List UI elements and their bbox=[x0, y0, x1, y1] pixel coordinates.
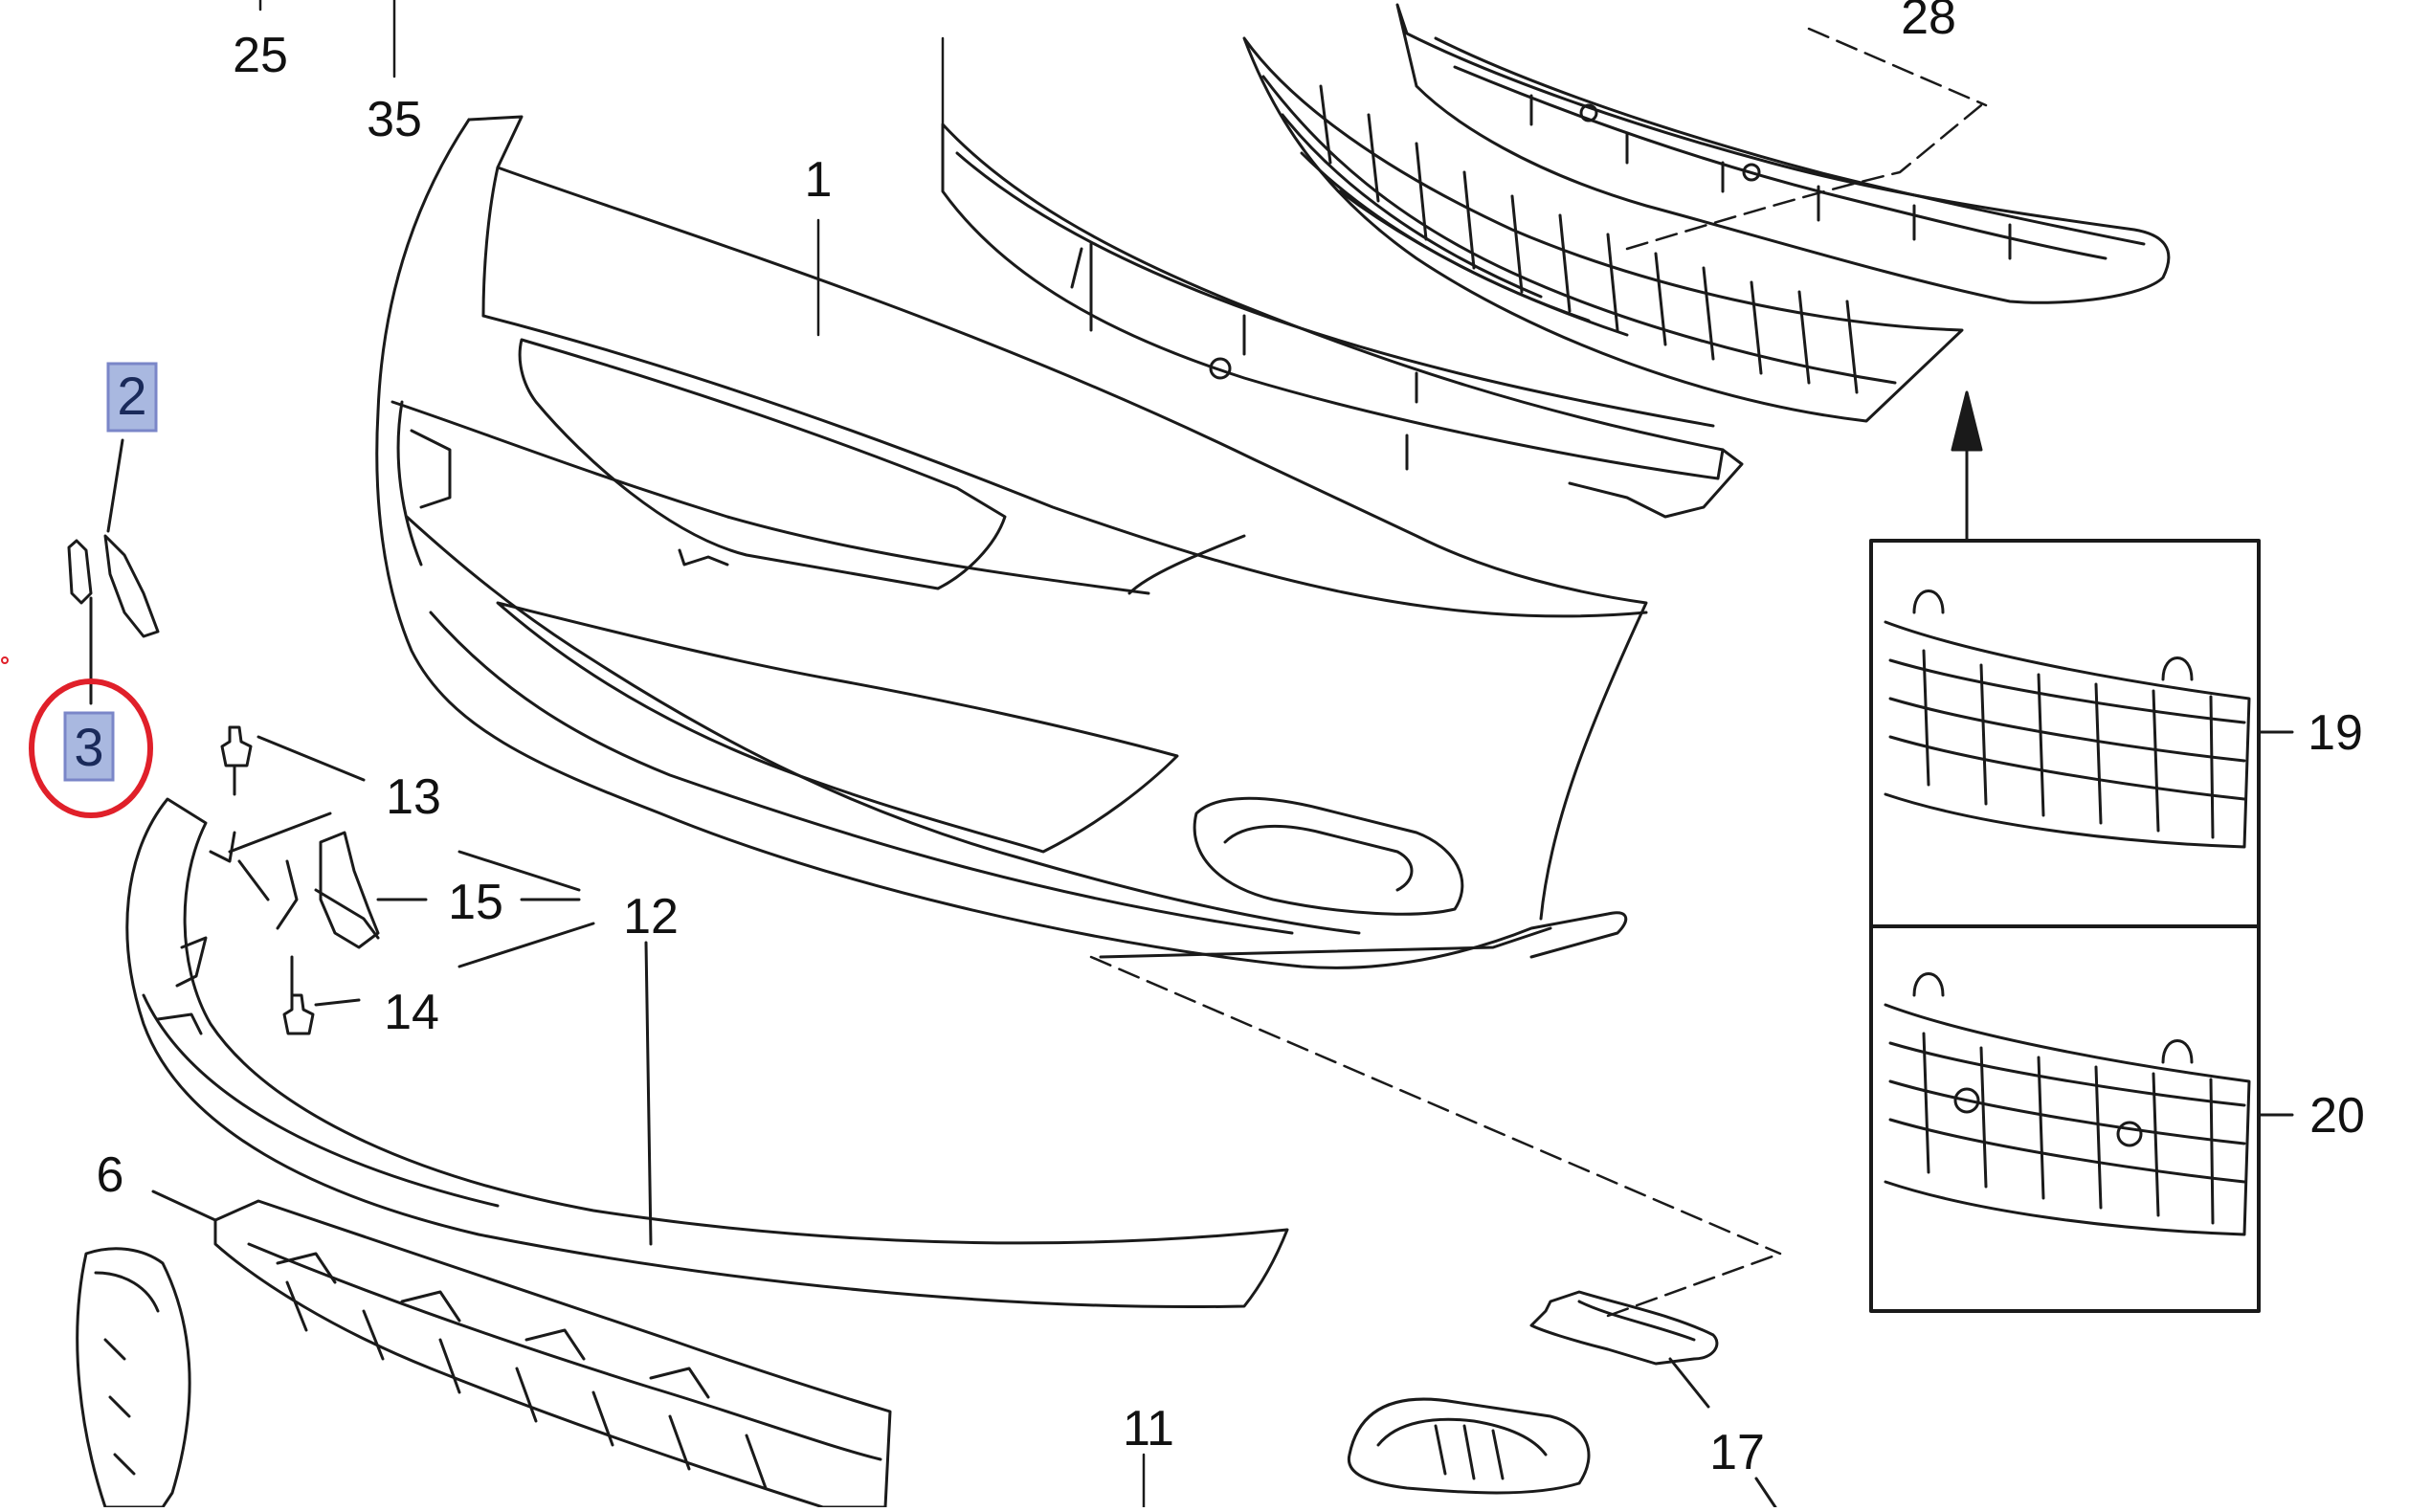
callout-15: 15 bbox=[448, 875, 503, 930]
leader-lines bbox=[258, 0, 1146, 1509]
callout-labels: 25 35 1 28 13 15 12 14 6 11 17 19 20 bbox=[97, 0, 2365, 1480]
callout-14: 14 bbox=[384, 985, 439, 1040]
red-circle-mark bbox=[29, 678, 153, 818]
fasteners-and-bracket bbox=[220, 725, 653, 1246]
front-bumper-cover bbox=[375, 115, 1648, 969]
side-liner bbox=[76, 1247, 191, 1509]
energy-absorber bbox=[1395, 3, 2171, 304]
lower-grille bbox=[1242, 36, 1964, 423]
grille-variant-20-drawing bbox=[1884, 972, 2251, 1236]
callout-13: 13 bbox=[386, 769, 441, 825]
callout-12: 12 bbox=[623, 889, 679, 945]
callout-11: 11 bbox=[1123, 1401, 1174, 1456]
callout-20: 20 bbox=[2309, 1088, 2365, 1144]
grille-variant-box bbox=[1869, 539, 2294, 1313]
callout-1: 1 bbox=[805, 152, 833, 208]
fog-lamp-bezel bbox=[1347, 1397, 1591, 1495]
grille-variant-19-drawing bbox=[1884, 589, 2251, 849]
small-bracket-parts bbox=[67, 438, 160, 705]
fog-lamp-bracket bbox=[1529, 1290, 1777, 1509]
upper-grille-trim bbox=[941, 122, 1744, 519]
callout-2: 2 bbox=[117, 366, 146, 426]
callout-3-highlight: 3 bbox=[63, 711, 115, 782]
callout-6: 6 bbox=[97, 1147, 124, 1203]
dashed-relation-lines bbox=[1089, 27, 1988, 1318]
lower-spoiler bbox=[125, 797, 1289, 1309]
detail-pointer-arrow bbox=[1951, 390, 1983, 543]
callout-3: 3 bbox=[74, 717, 103, 777]
callout-2-highlight: 2 bbox=[106, 362, 158, 433]
callout-19: 19 bbox=[2308, 705, 2363, 761]
underbody-shield bbox=[151, 1190, 892, 1509]
callout-17: 17 bbox=[1709, 1425, 1765, 1480]
callout-25: 25 bbox=[233, 28, 288, 83]
callout-28: 28 bbox=[1901, 0, 1956, 45]
callout-35: 35 bbox=[367, 92, 422, 147]
